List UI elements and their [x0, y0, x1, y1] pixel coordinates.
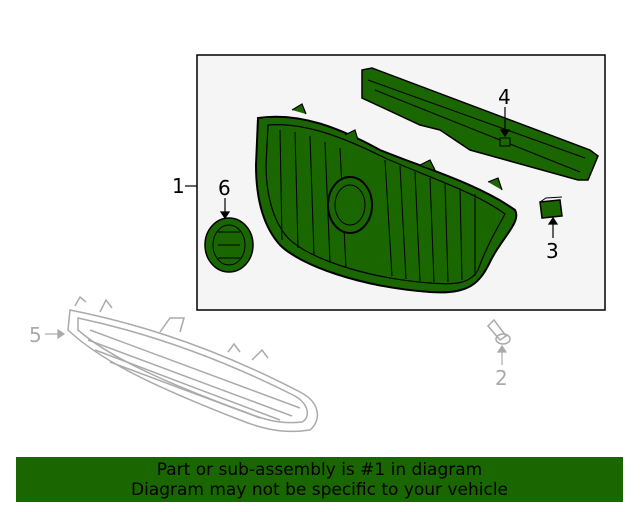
callout-3: 3: [546, 239, 559, 263]
emblem-part[interactable]: [204, 217, 254, 273]
ghost-leader-lines: [45, 328, 508, 365]
callout-1: 1: [172, 174, 185, 198]
callout-6: 6: [218, 176, 231, 200]
clip-part[interactable]: [539, 196, 563, 219]
callout-5: 5: [29, 323, 42, 347]
callout-2: 2: [495, 366, 508, 390]
upper-support-bar[interactable]: [361, 67, 599, 181]
callout-4: 4: [498, 85, 511, 109]
banner-line-2: Diagram may not be specific to your vehi…: [130, 479, 508, 500]
leader-lines: [185, 107, 559, 238]
lower-grille[interactable]: [67, 295, 319, 433]
banner-line-1: Part or sub-assembly is #1 in diagram: [156, 459, 483, 480]
main-grille[interactable]: [254, 103, 518, 294]
info-banner: Part or sub-assembly is #1 in diagram Di…: [16, 457, 623, 502]
screw-part[interactable]: [486, 318, 511, 345]
